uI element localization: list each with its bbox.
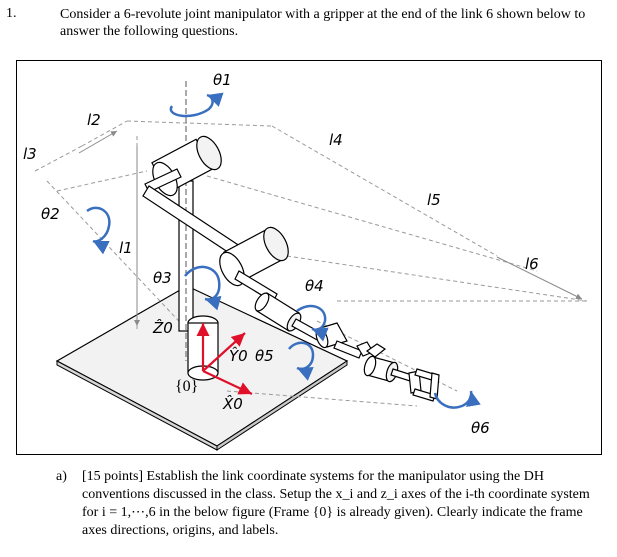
label-l6: l6	[525, 255, 539, 273]
label-frame0: {0}	[175, 378, 198, 395]
joint3-cylinder	[219, 226, 289, 287]
label-l2: l2	[87, 111, 101, 129]
theta2-arrow	[86, 206, 111, 255]
part-a-tag: a)	[56, 469, 67, 484]
label-y0: Ŷ0	[229, 346, 248, 365]
label-l4: l4	[329, 131, 343, 149]
label-z0: Ẑ0	[152, 318, 173, 337]
theta4-arrow	[296, 304, 329, 342]
gripper	[408, 368, 440, 402]
part-a-text: [15 points] Establish the link coordinat…	[82, 469, 590, 538]
manipulator-figure: θ1 l2 l3 θ2 l1 θ3 Ẑ0 l4 l5 l6 θ4 Ŷ0 θ5 {…	[16, 60, 602, 455]
label-theta1: θ1	[213, 71, 232, 89]
theta6-arrow	[433, 390, 481, 409]
question-text: Consider a 6-revolute joint manipulator …	[60, 7, 586, 39]
label-theta2: θ2	[41, 205, 60, 223]
label-l1: l1	[119, 239, 133, 257]
label-theta4: θ4	[305, 277, 324, 295]
theta5-arrow	[288, 341, 315, 381]
label-x0: X̂0	[222, 394, 243, 413]
theta1-arrow	[169, 92, 224, 118]
label-theta6: θ6	[471, 419, 490, 437]
manipulator-drawing: θ1 l2 l3 θ2 l1 θ3 Ẑ0 l4 l5 l6 θ4 Ŷ0 θ5 {…	[23, 71, 588, 451]
label-l5: l5	[427, 191, 441, 209]
frame0-axes	[196, 323, 253, 395]
label-l3: l3	[23, 145, 37, 163]
label-theta3: θ3	[153, 269, 172, 287]
theta3-arrow	[184, 265, 222, 311]
joint-arrows	[86, 92, 481, 409]
question-number: 1.	[6, 6, 17, 21]
label-theta5: θ5	[255, 347, 274, 365]
